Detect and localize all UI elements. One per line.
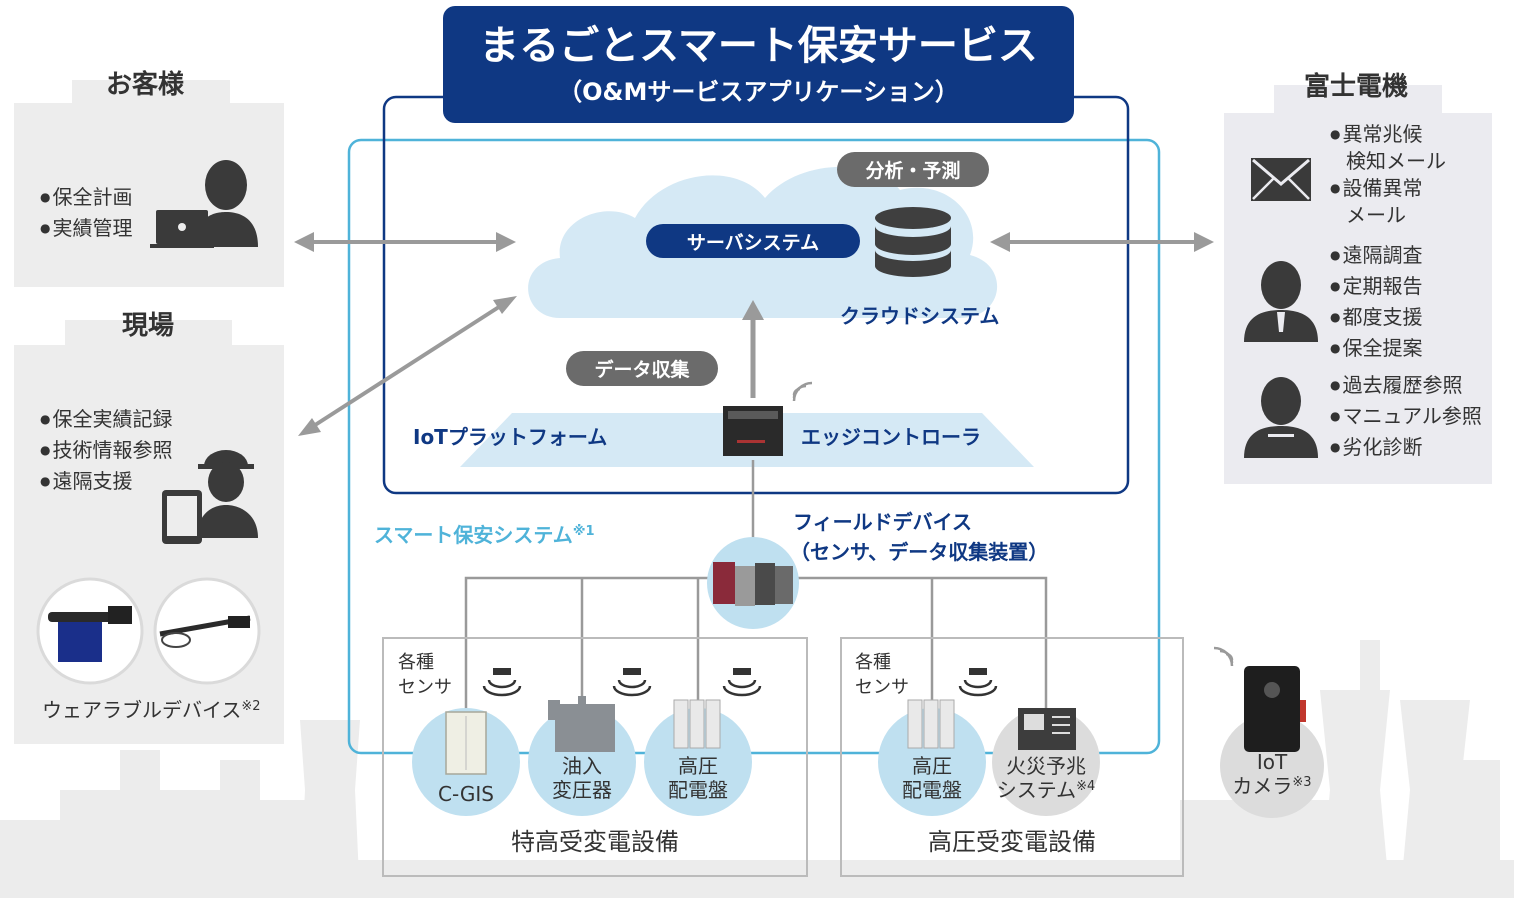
- customer-item: 実績管理: [40, 213, 132, 244]
- smart-system-label: スマート保安システム※1: [374, 525, 595, 545]
- site-list: 保全実績記録 技術情報参照 遠隔支援: [40, 404, 172, 497]
- cloud-system-label: クラウドシステム: [840, 304, 1000, 328]
- iot-camera-label-1: IoT: [1256, 750, 1288, 774]
- fire-system-label-2-text: システム: [996, 778, 1077, 802]
- oil-transformer-label-1: 油入: [562, 754, 602, 778]
- hv-switchgear-label-1: 高圧: [912, 754, 952, 778]
- fuji-item-cont: メール: [1346, 203, 1406, 227]
- hv-sensor-label-2: センサ: [855, 677, 909, 698]
- smart-system-frame: [347, 138, 1161, 755]
- fire-system-label-1: 火災予兆: [1006, 754, 1086, 778]
- wearable-note: ※2: [241, 699, 261, 714]
- fuji-heading: 富士電機: [1304, 72, 1409, 102]
- fuji-item-cont: 検知メール: [1346, 149, 1446, 173]
- customer-item: 保全計画: [40, 182, 132, 213]
- iot-camera-label-2: カメラ※3: [1222, 776, 1322, 796]
- iot-camera-label-2-text: カメラ: [1232, 774, 1293, 798]
- title-main: まるごとスマート保安サービス: [479, 23, 1038, 69]
- fire-system-label-2: システム※4: [990, 780, 1102, 800]
- cgis-icon: [445, 711, 487, 775]
- hv-switchgear-icon: [907, 699, 955, 749]
- ehv-switchgear-icon: [673, 699, 721, 749]
- site-item: 保全実績記録: [40, 404, 172, 435]
- field-wiring: [464, 460, 1048, 710]
- oil-transformer-label-2: 変圧器: [552, 778, 612, 802]
- sensor-icons: [482, 668, 998, 697]
- arrow-data-collection: [742, 300, 764, 398]
- factory-silhouette: [0, 640, 1514, 898]
- ehv-switchgear-circle: [644, 708, 752, 816]
- arrow-site-cloud: [298, 296, 517, 436]
- wearable-label: ウェアラブルデバイス※2: [42, 700, 261, 720]
- smart-glasses-icon-2: [159, 615, 251, 648]
- iot-platform-label: IoTプラットフォーム: [413, 425, 608, 449]
- camera-wireless-icon: [1213, 646, 1234, 667]
- site-heading: 現場: [122, 311, 175, 341]
- data-collection-tag: データ収集: [566, 351, 718, 386]
- fuji-item: 都度支援: [1330, 302, 1422, 333]
- fuji-item: マニュアル参照: [1330, 401, 1481, 432]
- wearable-device-circle-2: [153, 577, 261, 685]
- arrow-customer-cloud: [294, 232, 516, 252]
- ehv-frame: [382, 637, 808, 877]
- mail-icon: [1251, 158, 1311, 201]
- arrow-cloud-fuji: [990, 232, 1214, 252]
- smart-system-note: ※1: [572, 524, 595, 539]
- ehv-switchgear-label-1: 高圧: [678, 754, 718, 778]
- site-item: 技術情報参照: [40, 435, 172, 466]
- hv-switchgear-label-2: 配電盤: [902, 778, 962, 802]
- hv-sensor-label-1: 各種: [855, 652, 891, 673]
- fuji-item: 遠隔調査: [1330, 240, 1422, 271]
- fuji-item: 保全提案: [1330, 333, 1422, 364]
- fuji-item: 異常兆候: [1330, 121, 1446, 148]
- iot-camera-note: ※3: [1292, 775, 1312, 790]
- site-worker-icon: [162, 450, 258, 544]
- site-item: 遠隔支援: [40, 466, 172, 497]
- hv-caption: 高圧受変電設備: [928, 828, 1096, 856]
- hv-switchgear-circle: [878, 708, 986, 816]
- ehv-sensor-label-1: 各種: [398, 652, 434, 673]
- fuji-item: 設備異常: [1330, 175, 1446, 202]
- hv-frame: [840, 637, 1184, 877]
- customer-list: 保全計画 実績管理: [40, 182, 132, 244]
- ehv-switchgear-label-2: 配電盤: [668, 778, 728, 802]
- server-system-label: サーバシステム: [646, 224, 860, 258]
- oil-transformer-icon: [548, 696, 615, 752]
- title-sub: （O&Mサービスアプリケーション）: [558, 78, 959, 106]
- fuji-staff-icon-1: [1244, 261, 1318, 342]
- ehv-sensor-label-2: センサ: [398, 677, 452, 698]
- fuji-item: 劣化診断: [1330, 432, 1482, 463]
- fuji-item: 過去履歴参照: [1330, 370, 1482, 401]
- fuji-group-3: 過去履歴参照 マニュアル参照 劣化診断: [1330, 370, 1482, 463]
- fuji-item: 定期報告: [1330, 271, 1422, 302]
- database-icon: [875, 207, 951, 277]
- field-device-label-1: フィールドデバイス: [793, 510, 972, 534]
- fire-system-note: ※4: [1076, 779, 1096, 794]
- title-banner: まるごとスマート保安サービス （O&Mサービスアプリケーション）: [443, 6, 1074, 123]
- ehv-caption: 特高受変電設備: [511, 828, 679, 856]
- edge-wireless-icon: [792, 381, 813, 402]
- field-device-label-2: （センサ、データ収集装置）: [790, 540, 1049, 564]
- field-device-icon: [713, 562, 793, 606]
- fire-system-icon: [1018, 708, 1076, 750]
- edge-controller-label: エッジコントローラ: [801, 425, 981, 449]
- wearable-label-text: ウェアラブルデバイス: [42, 698, 242, 722]
- customer-person-icon: [150, 160, 258, 248]
- edge-controller-icon: [723, 406, 783, 456]
- smart-system-label-text: スマート保安システム: [374, 523, 573, 547]
- analysis-tag: 分析・予測: [837, 152, 989, 187]
- smart-glasses-icon-1: [48, 606, 132, 662]
- fuji-staff-icon-2: [1244, 377, 1318, 458]
- cgis-label: C-GIS: [437, 782, 494, 806]
- customer-heading: お客様: [106, 70, 185, 100]
- fuji-group-2: 遠隔調査 定期報告 都度支援 保全提案: [1330, 240, 1422, 364]
- fuji-group-1: 異常兆候 検知メール 設備異常 メール: [1330, 121, 1446, 229]
- iot-camera-icon: [1244, 666, 1306, 752]
